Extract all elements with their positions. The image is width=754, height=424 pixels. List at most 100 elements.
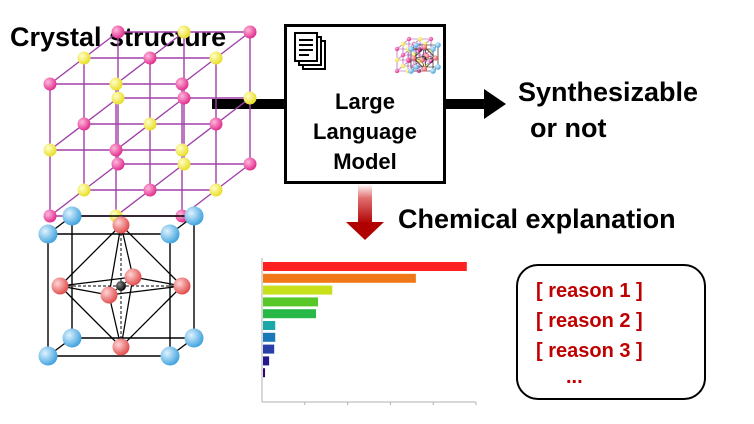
pink-atom <box>109 143 123 157</box>
blue-atom <box>184 206 204 226</box>
red-atom <box>51 277 69 295</box>
blue-atom <box>38 346 58 366</box>
bond-line <box>120 285 183 348</box>
pink-atom <box>209 117 223 131</box>
lattice-blue-icon <box>408 42 441 74</box>
red-atom <box>419 57 425 63</box>
llm-label: Large Language Model <box>287 87 443 177</box>
pink-atom <box>406 36 412 42</box>
blue-atom <box>413 42 419 48</box>
bar-8 <box>263 344 275 354</box>
bond-line <box>120 224 183 287</box>
yellow-atom <box>77 51 91 65</box>
blue-atom <box>62 206 82 226</box>
pink-atom <box>428 58 434 64</box>
blue-atom <box>160 346 180 366</box>
bar-3 <box>263 285 333 295</box>
yellow-atom <box>111 91 125 105</box>
synthesizable-label-line1: Synthesizable <box>518 77 699 107</box>
reasons-box: [ reason 1 ] [ reason 2 ] [ reason 3 ] .… <box>516 264 706 400</box>
blue-atom <box>38 224 58 244</box>
chemical-explanation-title: Chemical explanation <box>398 204 676 234</box>
pink-atom <box>394 46 400 52</box>
yellow-atom <box>209 183 223 197</box>
yellow-atom <box>400 63 406 69</box>
blue-atom <box>435 64 441 70</box>
bar-7 <box>263 332 276 342</box>
llm-icons <box>294 32 441 74</box>
blue-atom <box>413 64 419 70</box>
llm-label-line2: Language <box>313 119 417 144</box>
blue-atom <box>160 224 180 244</box>
pink-atom <box>111 25 125 39</box>
yellow-atom <box>177 25 191 39</box>
red-atom <box>112 216 130 234</box>
llm-label-line1: Large <box>335 89 395 114</box>
pink-atom <box>243 157 257 171</box>
reason-item-1: [ reason 1 ] <box>536 280 643 302</box>
synthesizable-label-line2: or not <box>530 113 607 143</box>
pink-atom <box>400 52 406 58</box>
bar-10 <box>263 368 266 378</box>
blue-atom <box>408 46 414 52</box>
reason-item-3: [ reason 3 ] <box>536 340 643 362</box>
synthesizable-label: Synthesizable or not <box>518 74 698 146</box>
bond-line <box>108 294 122 348</box>
bar-9 <box>263 356 270 366</box>
red-atom <box>410 55 417 61</box>
blue-atom <box>184 328 204 348</box>
red-atom <box>421 44 428 50</box>
bond-line <box>120 276 134 348</box>
yellow-atom <box>394 57 400 63</box>
red-atom <box>173 277 191 295</box>
bond-line <box>108 224 122 296</box>
bar-2 <box>263 273 416 283</box>
yellow-atom <box>43 143 57 157</box>
rocksalt-crystal-diagram <box>43 25 257 223</box>
yellow-atom <box>143 117 157 131</box>
bond-line <box>59 285 122 348</box>
red-atom <box>112 338 130 356</box>
bar-6 <box>263 321 276 330</box>
yellow-atom <box>417 36 423 42</box>
llm-label-line3: Model <box>333 149 397 174</box>
yellow-atom <box>209 51 223 65</box>
blue-atom <box>435 42 441 48</box>
yellow-atom <box>400 41 406 47</box>
bar-4 <box>263 297 319 307</box>
pink-atom <box>177 91 191 105</box>
yellow-atom <box>175 143 189 157</box>
red-atom <box>100 286 118 304</box>
yellow-atom <box>177 157 191 171</box>
blue-atom <box>430 46 436 52</box>
bar-1 <box>263 262 467 271</box>
red-atom <box>432 55 439 61</box>
red-atom <box>421 66 428 72</box>
pink-atom <box>243 25 257 39</box>
perovskite-crystal-diagram <box>38 206 204 366</box>
explanation-bar-chart <box>261 258 477 405</box>
pink-atom <box>143 51 157 65</box>
explanation-arrow <box>346 184 384 240</box>
blue-atom <box>430 68 436 74</box>
yellow-atom <box>243 91 257 105</box>
pink-atom <box>428 36 434 42</box>
pink-atom <box>143 183 157 197</box>
pink-atom <box>111 157 125 171</box>
bar-5 <box>263 309 316 319</box>
bond-line <box>120 224 134 278</box>
black-atom <box>116 281 126 291</box>
pink-atom <box>394 68 400 74</box>
pink-atom <box>405 57 411 63</box>
document-stack-icon <box>294 32 326 70</box>
bond-line <box>59 224 122 287</box>
pink-atom <box>77 117 91 131</box>
yellow-atom <box>77 183 91 197</box>
red-atom <box>124 268 142 286</box>
output-arrow <box>446 89 506 119</box>
reason-item-2: [ reason 2 ] <box>536 310 643 332</box>
llm-box: Large Language Model <box>284 24 446 184</box>
pink-atom <box>175 77 189 91</box>
blue-atom <box>408 68 414 74</box>
